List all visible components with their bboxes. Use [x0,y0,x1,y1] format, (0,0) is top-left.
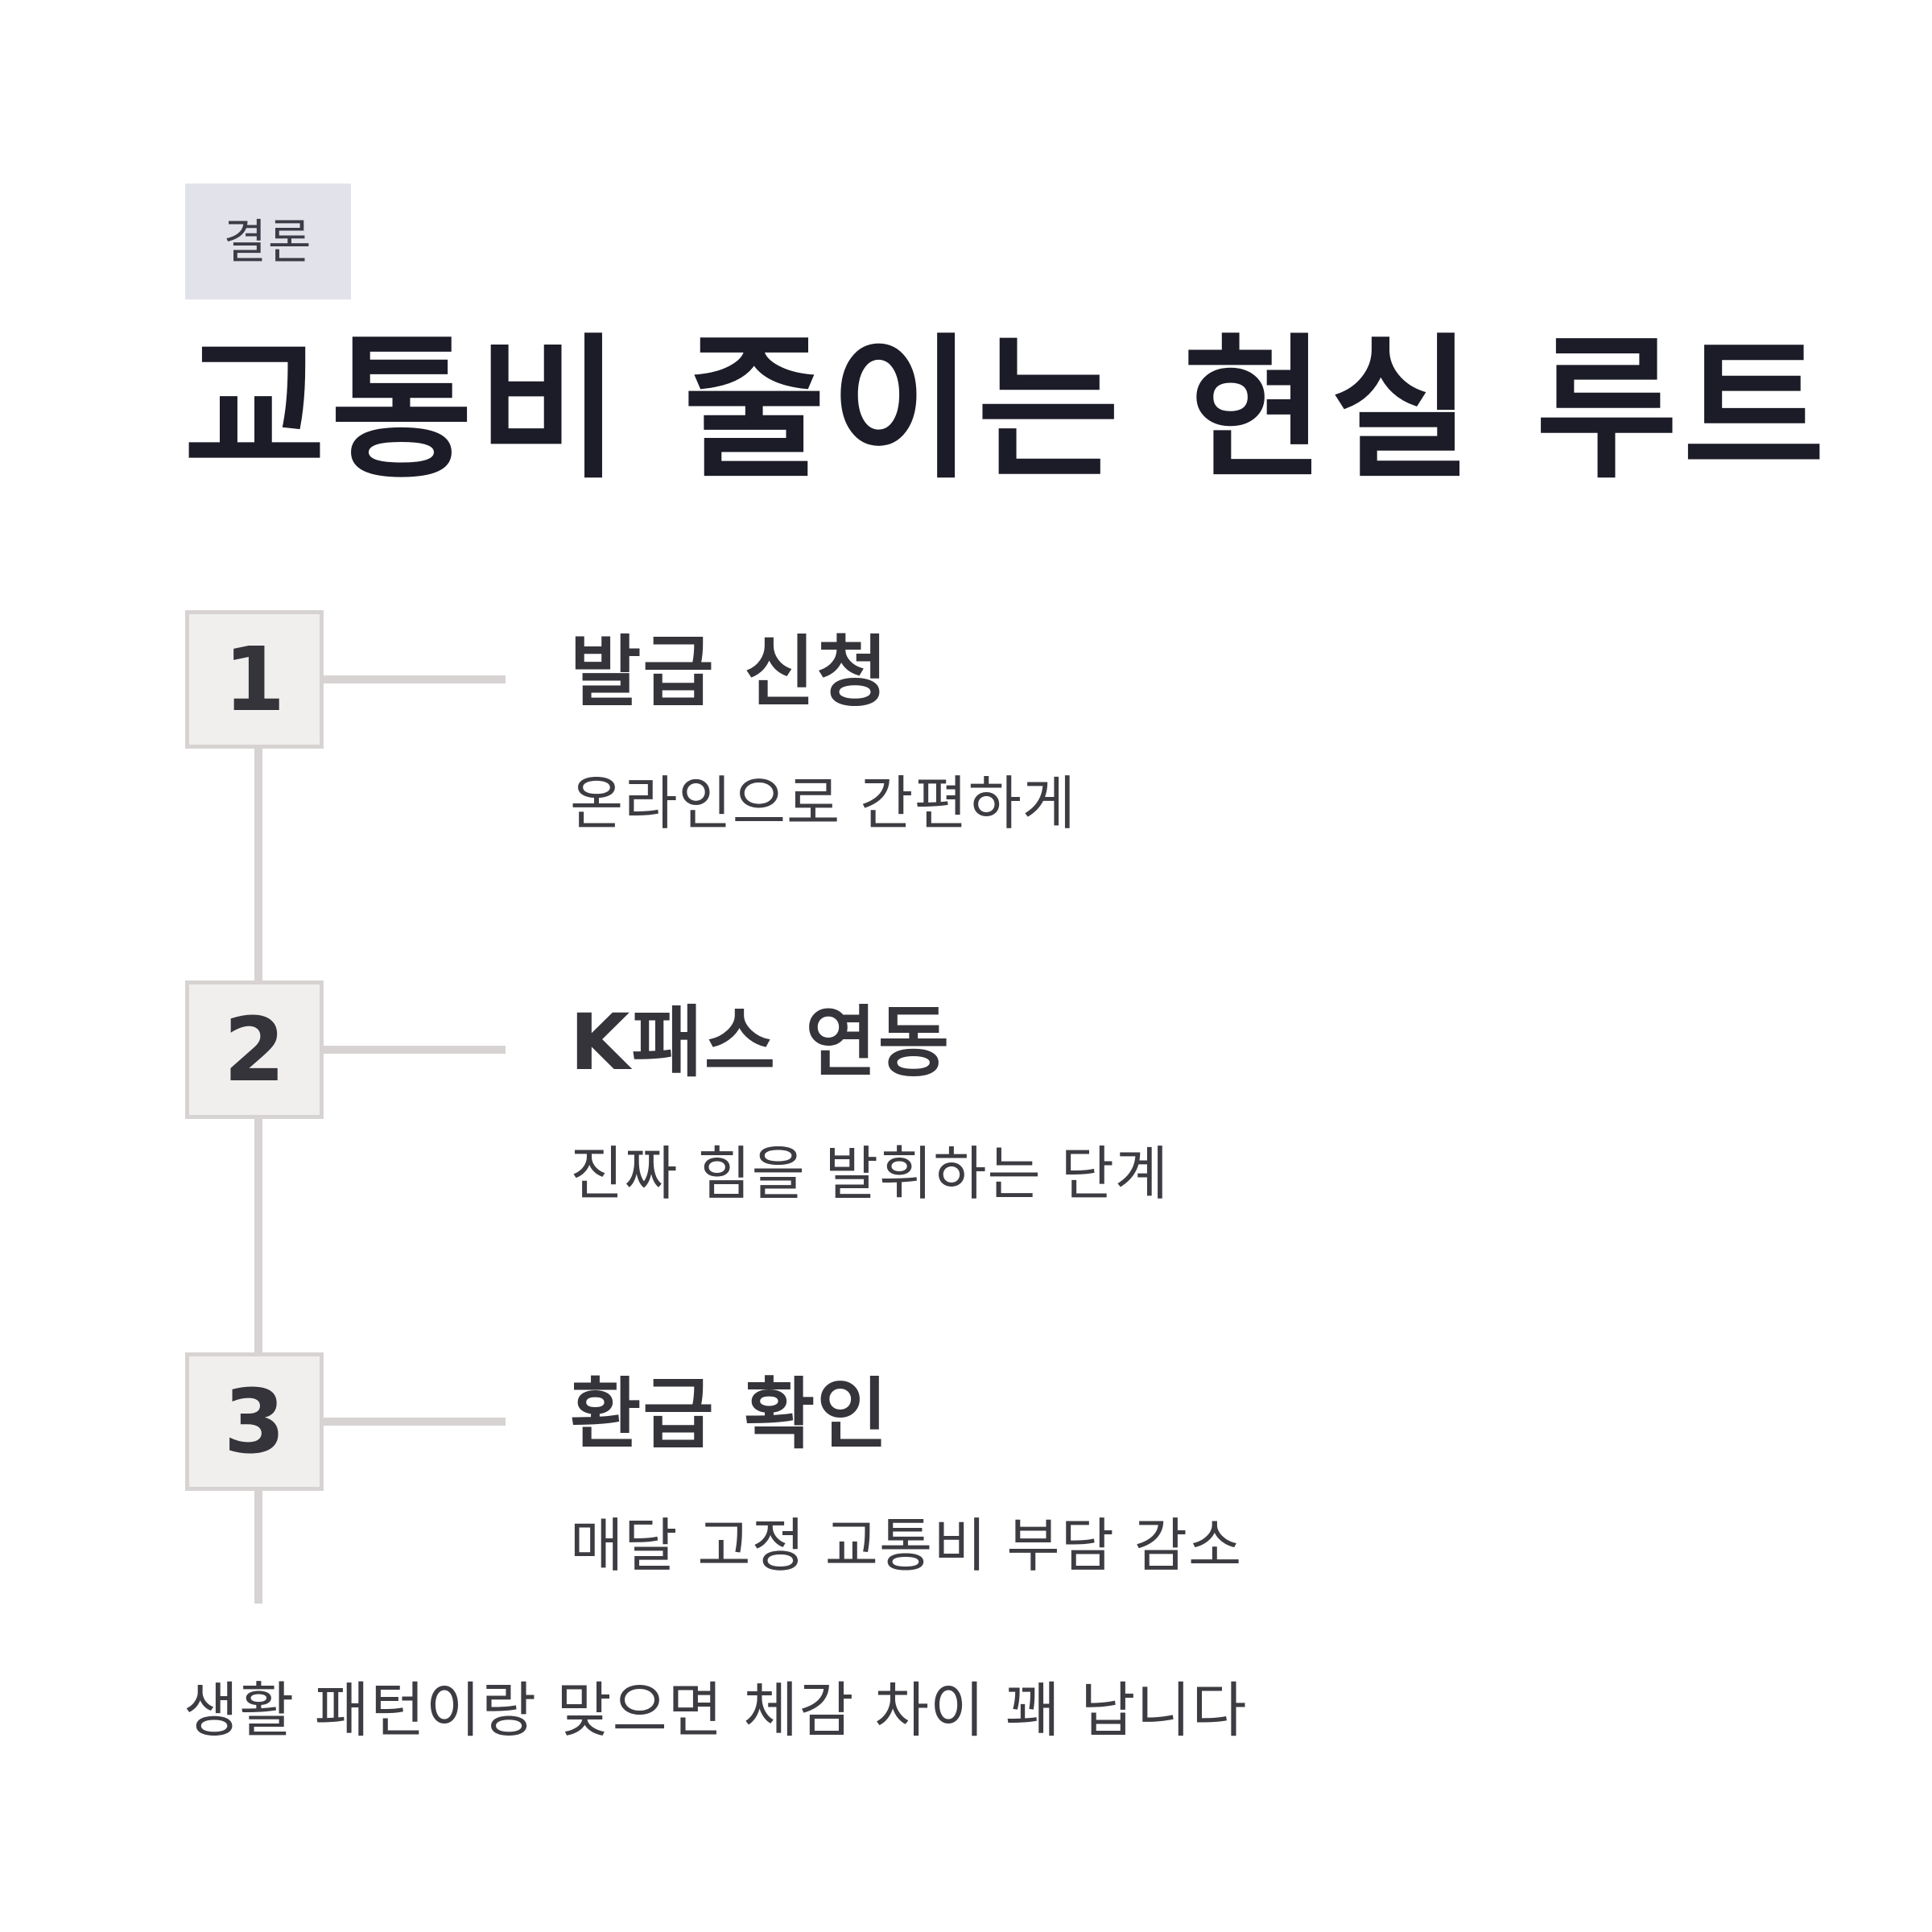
step-number-badge: 2 [185,980,324,1119]
step-title: 발급 신청 [570,627,890,717]
step-description: 진짜 힘을 발휘하는 단계 [570,1140,1170,1208]
step-description: 매달 고정 교통비 부담 감소 [570,1512,1243,1579]
step-2: 2 K패스 연동 진짜 힘을 발휘하는 단계 [0,980,1932,1246]
section-tag: 결론 [185,184,351,299]
step-description: 온라인으로 간편하게 [570,770,1077,837]
step-1: 1 발급 신청 온라인으로 간편하게 [0,610,1932,876]
step-title: 환급 확인 [570,1369,890,1459]
footer-note: 생활 패턴이랑 맞으면 체감 차이 꽤 납니다 [184,1676,1248,1745]
step-connector [322,675,506,683]
step-number-badge: 3 [185,1352,324,1491]
step-number-badge: 1 [185,610,324,749]
step-connector [322,1418,506,1426]
page-title: 교통비 줄이는 현실 루트 [184,320,1830,500]
timeline-line [254,747,262,1604]
step-connector [322,1046,506,1054]
step-title: K패스 연동 [570,997,952,1088]
step-3: 3 환급 확인 매달 고정 교통비 부담 감소 [0,1352,1932,1618]
